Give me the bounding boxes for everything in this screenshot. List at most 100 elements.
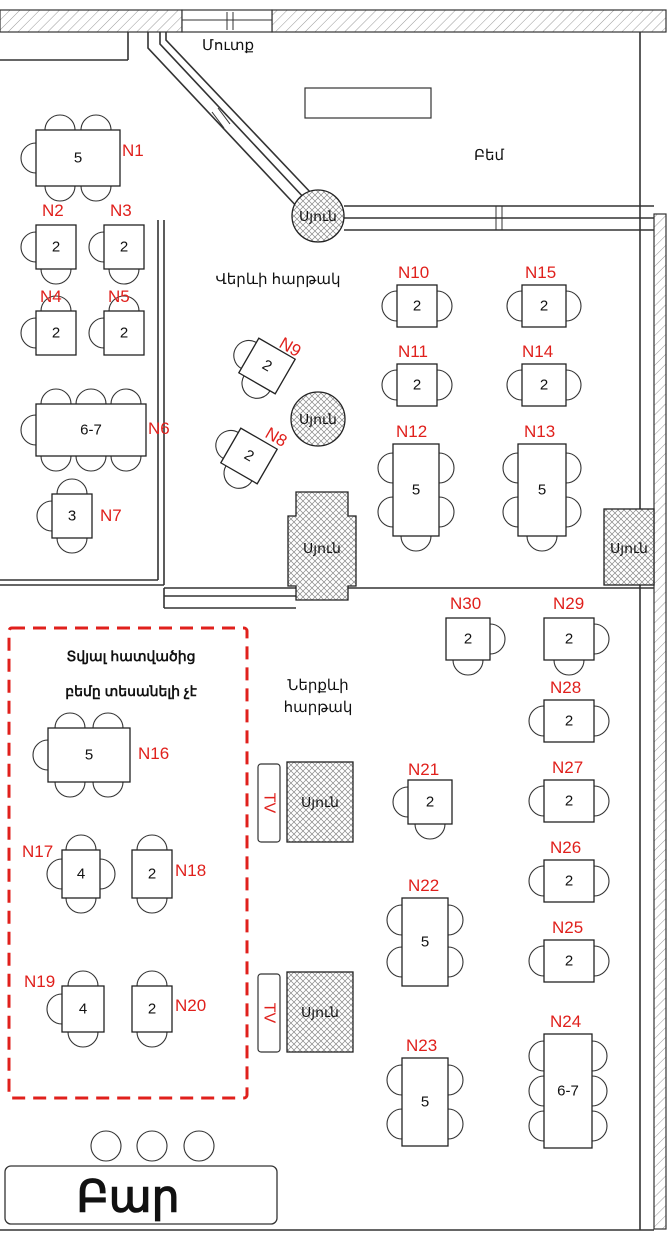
chair <box>92 712 124 729</box>
chair <box>591 1040 608 1072</box>
entrance[interactable]: Մուտք <box>181 9 273 54</box>
table-n8[interactable]: 2N8 <box>200 421 290 497</box>
lower-hall-label-line1: Ներքևի <box>287 677 348 694</box>
table-top <box>51 493 93 539</box>
chair <box>553 659 585 676</box>
chair <box>489 623 506 655</box>
stage-label: Բեմ <box>474 147 504 164</box>
chair <box>46 993 63 1025</box>
bar-label: Բար <box>77 1173 180 1222</box>
chair <box>502 496 519 528</box>
table-seats: 4 <box>79 1001 87 1018</box>
table-seats: 2 <box>426 794 434 811</box>
table-seats: 5 <box>421 1094 429 1111</box>
table-seats: 2 <box>540 298 548 315</box>
chair <box>99 858 116 890</box>
table-n9[interactable]: 2N9 <box>218 331 304 407</box>
chair <box>438 496 455 528</box>
table-n3[interactable]: 2N3 <box>88 201 145 285</box>
stage-edge: Բեմ <box>147 32 654 231</box>
table-number: N2 <box>42 201 64 220</box>
table-number: N20 <box>175 996 206 1015</box>
chair <box>136 970 168 987</box>
chair <box>40 295 72 312</box>
column-tv-lower: Սյուն <box>286 971 354 1053</box>
table-seats: 3 <box>68 508 76 525</box>
chair <box>565 290 582 322</box>
bar-counter: Բար <box>4 1165 278 1225</box>
table-seats: 4 <box>77 866 85 883</box>
table-n18[interactable]: 2 N18 <box>131 834 206 914</box>
table-seats: 2 <box>565 631 573 648</box>
chair <box>56 478 88 495</box>
chair <box>414 823 446 840</box>
table-n5[interactable]: 2N5 <box>88 287 145 356</box>
chair <box>20 414 37 446</box>
table-number: N5 <box>108 287 130 306</box>
chair <box>67 1031 99 1048</box>
bar-stools <box>90 1130 215 1162</box>
table-top <box>521 363 567 407</box>
chair <box>46 858 63 890</box>
table-number: N15 <box>525 263 556 282</box>
table-n2[interactable]: 2N2 <box>20 201 77 285</box>
chair <box>54 781 86 798</box>
chair <box>223 465 253 489</box>
table-number: N10 <box>398 263 429 282</box>
chair <box>88 231 105 263</box>
chair <box>20 231 37 263</box>
chair <box>32 739 49 771</box>
table-seats: 2 <box>52 325 60 342</box>
chair <box>40 455 72 472</box>
table-seats: 2 <box>148 866 156 883</box>
chair <box>502 452 519 484</box>
chair <box>44 185 76 202</box>
table-n4[interactable]: 2N4 <box>20 287 77 356</box>
chair <box>377 452 394 484</box>
chair <box>40 388 72 405</box>
chair <box>528 945 545 977</box>
chair <box>392 786 409 818</box>
table-seats: 2 <box>565 953 573 970</box>
chair <box>110 388 142 405</box>
table-seats: 2 <box>540 377 548 394</box>
table-top <box>401 897 449 987</box>
chair <box>88 317 105 349</box>
table-number: N18 <box>175 861 206 880</box>
table-top <box>543 699 595 743</box>
chair <box>528 1110 545 1142</box>
chair <box>80 114 112 131</box>
chair <box>447 1064 464 1096</box>
column-label: Սյուն <box>610 540 648 556</box>
chair <box>65 834 97 851</box>
chair <box>386 1108 403 1140</box>
table-n15[interactable]: 2 N15 <box>506 263 582 328</box>
table-seats: 6-7 <box>557 1083 579 1100</box>
chair <box>528 1075 545 1107</box>
upper-hall-label: Վերևի հարթակ <box>216 271 341 288</box>
table-seats: 5 <box>74 150 82 167</box>
